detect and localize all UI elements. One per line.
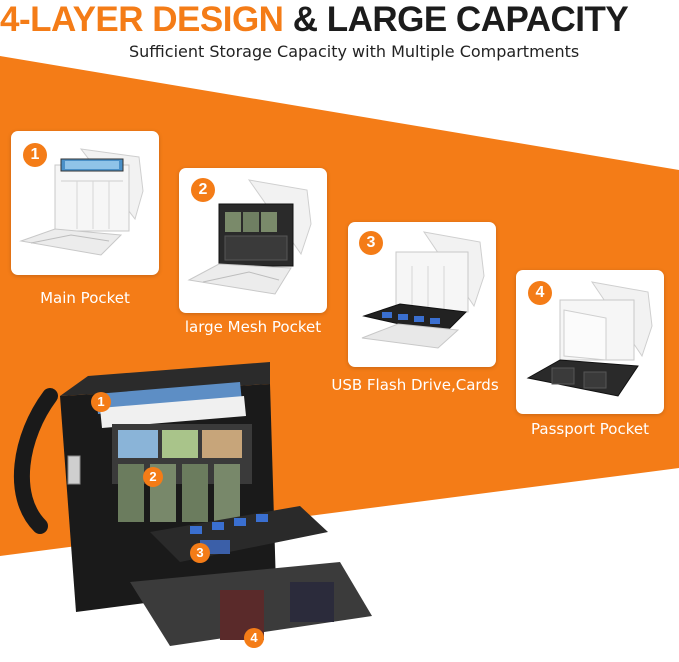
- title-rest: & LARGE CAPACITY: [292, 0, 629, 39]
- feature-label-mesh-pocket: large Mesh Pocket: [184, 318, 322, 336]
- bag-callout-3: 3: [190, 543, 210, 563]
- main-pocket-illustration: [19, 148, 144, 256]
- bag-callout-2: 2: [143, 467, 163, 487]
- feature-number-3: 3: [359, 231, 383, 255]
- feature-label-main-pocket: Main Pocket: [40, 289, 130, 307]
- feature-card-passport-pocket: 4: [516, 270, 664, 414]
- bag-callout-1: 1: [91, 392, 111, 412]
- title-highlight: 4-LAYER DESIGN: [0, 0, 284, 39]
- usb-cards-illustration: [361, 231, 485, 349]
- organizer-bag-illustration: [13, 362, 372, 646]
- feature-card-mesh-pocket: 2: [179, 168, 327, 313]
- feature-card-main-pocket: 1: [11, 131, 159, 275]
- feature-label-usb-cards: USB Flash Drive,Cards: [331, 376, 499, 394]
- page-title: 4-LAYER DESIGN & LARGE CAPACITY: [0, 0, 679, 40]
- bag-callout-4: 4: [244, 628, 264, 648]
- page-subtitle: Sufficient Storage Capacity with Multipl…: [129, 42, 580, 61]
- mesh-pocket-illustration: [187, 179, 312, 295]
- passport-pocket-illustration: [526, 281, 653, 397]
- feature-number-1: 1: [23, 143, 47, 167]
- feature-number-2: 2: [191, 178, 215, 202]
- feature-card-usb-cards: 3: [348, 222, 496, 367]
- feature-number-4: 4: [528, 281, 552, 305]
- feature-label-passport-pocket: Passport Pocket: [531, 420, 649, 438]
